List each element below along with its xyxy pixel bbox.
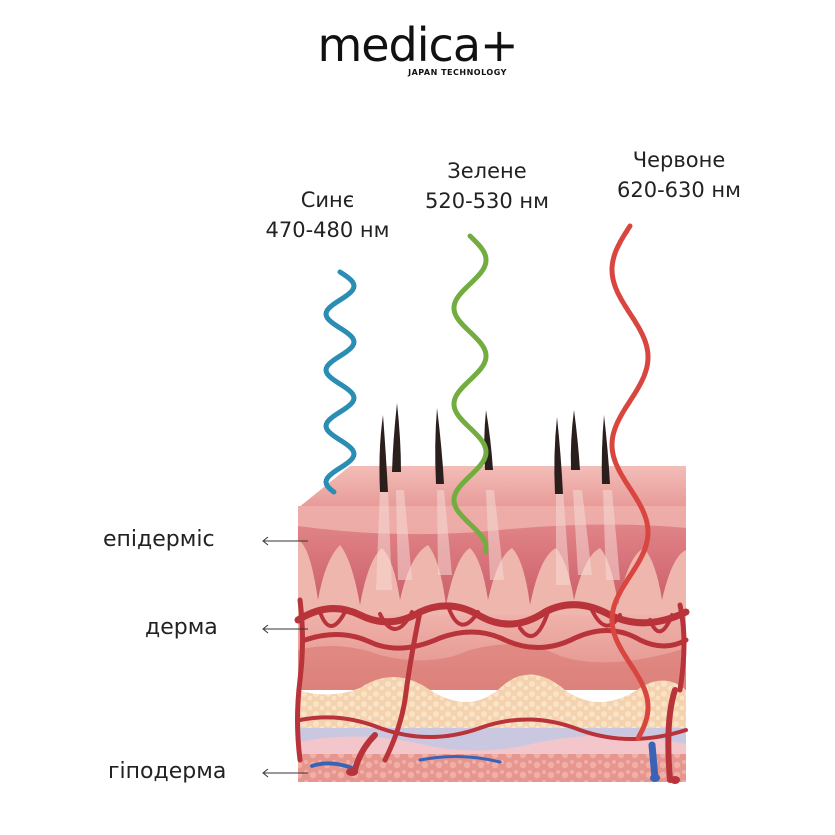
logo-tagline: JAPAN TECHNOLOGY bbox=[408, 68, 507, 77]
light-waves bbox=[323, 223, 651, 741]
blue-wave-label: Синє 470-480 нм bbox=[255, 185, 400, 245]
green-wave bbox=[451, 233, 489, 555]
green-wave-range: 520-530 нм bbox=[425, 189, 549, 213]
layer-leaders bbox=[262, 536, 308, 778]
logo-wordmark: medica+ bbox=[317, 18, 518, 72]
blue-wave-range: 470-480 нм bbox=[265, 218, 390, 242]
leader-hypodermis bbox=[262, 768, 308, 778]
red-wave-range: 620-630 нм bbox=[617, 178, 741, 202]
green-wave-name: Зелене bbox=[447, 159, 527, 183]
leader-epidermis bbox=[262, 536, 308, 546]
vessel-ends bbox=[346, 768, 680, 784]
blue-wave bbox=[323, 269, 357, 495]
skin-top-surface bbox=[298, 466, 686, 508]
red-wave-label: Червоне 620-630 нм bbox=[604, 145, 754, 205]
layer-label-hypodermis: гіподерма bbox=[108, 759, 227, 784]
brand-logo: medica+ JAPAN TECHNOLOGY bbox=[0, 22, 835, 77]
fat-layer bbox=[298, 674, 686, 730]
hair-follicles bbox=[376, 490, 620, 590]
red-wave bbox=[609, 223, 651, 741]
blue-wave-name: Синє bbox=[300, 188, 355, 212]
leader-dermis bbox=[262, 624, 308, 634]
red-wave-name: Червоне bbox=[632, 148, 726, 172]
layer-label-dermis: дерма bbox=[145, 615, 218, 640]
veins bbox=[310, 741, 659, 782]
layer-label-epidermis: епідерміс bbox=[103, 527, 215, 552]
blood-vessels bbox=[294, 597, 690, 783]
green-wave-label: Зелене 520-530 нм bbox=[412, 156, 562, 216]
hairs bbox=[379, 403, 610, 494]
